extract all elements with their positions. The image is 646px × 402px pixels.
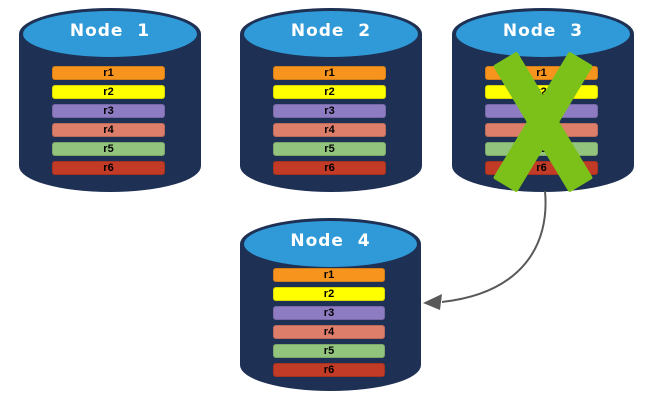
row-bar: r6 — [273, 363, 385, 377]
row-bar: r5 — [273, 344, 385, 358]
row-bar: r2 — [52, 85, 165, 99]
cylinder-lid — [244, 11, 418, 57]
failure-x-icon — [492, 51, 593, 193]
database-node-2: Node 2 r1 r2 r3 r4 r5 r6 — [240, 8, 422, 192]
row-bar: r5 — [273, 142, 386, 156]
row-list: r1 r2 r3 r4 r5 r6 — [52, 66, 165, 175]
cylinder-lid — [456, 11, 630, 57]
node-title: Node 4 — [290, 231, 371, 251]
row-bar: r2 — [273, 287, 385, 301]
row-bar: r1 — [273, 268, 385, 282]
failover-arrow-curve — [441, 190, 547, 303]
row-bar: r5 — [52, 142, 165, 156]
cylinder-lid — [244, 221, 417, 267]
row-bar: r3 — [273, 104, 386, 118]
database-node-3: Node 3 r1 r2 r3 r4 r5 r6 — [452, 8, 634, 193]
row-list: r1 r2 r3 r4 r5 r6 — [273, 66, 386, 175]
row-bar: r2 — [273, 85, 386, 99]
row-bar: r1 — [52, 66, 165, 80]
row-bar: r6 — [52, 161, 165, 175]
node-title: Node 2 — [290, 21, 372, 41]
row-bar: r4 — [52, 123, 165, 137]
row-bar: r4 — [273, 325, 385, 339]
database-node-1: Node 1 r1 r2 r3 r4 r5 r6 — [19, 8, 201, 192]
node-title: Node 1 — [69, 21, 151, 41]
row-list: r1 r2 r3 r4 r5 r6 — [273, 268, 385, 377]
row-bar: r6 — [273, 161, 386, 175]
cylinder-lid — [23, 11, 197, 57]
row-bar: r4 — [273, 123, 386, 137]
failover-arrowhead-icon — [423, 294, 442, 310]
row-bar: r3 — [52, 104, 165, 118]
database-node-4: Node 4 r1 r2 r3 r4 r5 r6 — [240, 218, 421, 391]
node-title: Node 3 — [502, 21, 584, 41]
row-bar: r1 — [273, 66, 386, 80]
row-bar: r3 — [273, 306, 385, 320]
